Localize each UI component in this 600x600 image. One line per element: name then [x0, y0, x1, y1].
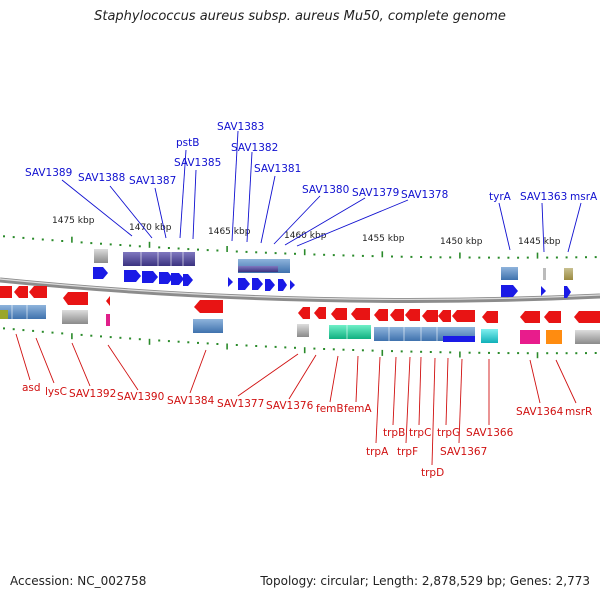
gene-arrow-forward [541, 286, 546, 296]
gene-arrow-reverse [574, 311, 600, 323]
gene-arrow-forward [159, 272, 173, 284]
gene-arrow-reverse [438, 310, 451, 322]
gene-arrow-forward [564, 286, 571, 298]
kbp-label: 1475 kbp [52, 216, 95, 226]
bottom-gene-labels: asd lysC SAV1392 SAV1390 SAV1384 SAV1377… [22, 382, 592, 479]
gene-label: msrR [565, 406, 592, 418]
accession-text: Accession: NC_002758 [10, 574, 147, 588]
gene-arrow-forward [252, 278, 263, 290]
kbp-scale: 1475 kbp 1470 kbp 1465 kbp 1460 kbp 1455… [52, 216, 561, 247]
gene-arrow-forward [238, 278, 250, 290]
gene-arrow-reverse [351, 308, 370, 320]
gene-label: trpG [437, 427, 460, 439]
gene-label: SAV1366 [466, 427, 514, 439]
gene-arrow-reverse [374, 309, 388, 321]
forward-genes [93, 267, 571, 298]
gene-arrow-forward [278, 279, 287, 291]
gene-label: SAV1390 [117, 391, 164, 403]
gene-label: SAV1383 [217, 121, 264, 133]
gene-label: SAV1364 [516, 406, 564, 418]
reverse-genes [0, 286, 600, 323]
gene-arrow-reverse [331, 308, 347, 320]
lower-tick-row [3, 327, 597, 359]
gene-label: SAV1378 [401, 189, 448, 201]
gene-arrow-forward [501, 285, 518, 297]
gene-label: trpC [409, 427, 431, 439]
forward-feature-boxes [94, 249, 573, 280]
gene-arrow-forward [171, 273, 184, 285]
top-leaders [61, 130, 582, 253]
gene-arrow-reverse [482, 311, 498, 323]
map-title: Staphylococcus aureus subsp. aureus Mu50… [94, 9, 506, 24]
gene-label: asd [22, 382, 41, 394]
kbp-label: 1450 kbp [440, 237, 483, 247]
gene-arrow-reverse [29, 286, 47, 298]
kbp-label: 1470 kbp [129, 223, 172, 233]
gene-arrow-reverse [520, 311, 540, 323]
gene-label: SAV1367 [440, 446, 487, 458]
kbp-label: 1455 kbp [362, 234, 405, 244]
gene-label: SAV1382 [231, 142, 278, 154]
gene-label: pstB [176, 137, 199, 149]
kbp-label: 1460 kbp [284, 231, 327, 241]
gene-arrow-reverse [544, 311, 561, 323]
gene-arrow-reverse [194, 300, 223, 313]
gene-label: SAV1380 [302, 184, 349, 196]
upper-tick-row [3, 235, 597, 259]
gene-label: SAV1363 [520, 191, 567, 203]
gene-label: SAV1376 [266, 400, 314, 412]
gene-label: SAV1385 [174, 157, 221, 169]
gene-arrow-reverse [63, 292, 88, 305]
gene-arrow-forward [142, 271, 158, 283]
gene-label: msrA [570, 191, 598, 203]
gene-label: SAV1381 [254, 163, 301, 175]
reverse-feature-boxes [0, 305, 600, 344]
genome-backbone [0, 277, 600, 303]
gene-label: lysC [45, 386, 67, 398]
gene-label: trpB [383, 427, 405, 439]
kbp-label: 1465 kbp [208, 227, 251, 237]
gene-arrow-forward [93, 267, 108, 279]
gene-arrow-reverse [106, 296, 110, 306]
gene-label: tyrA [489, 191, 512, 203]
gene-label: SAV1379 [352, 187, 399, 199]
gene-label: femB [316, 403, 344, 415]
gene-label: trpD [421, 467, 444, 479]
gene-label: trpF [397, 446, 418, 458]
gene-label: SAV1377 [217, 398, 264, 410]
gene-label: SAV1388 [78, 172, 125, 184]
gene-arrow-reverse [298, 307, 310, 319]
gene-arrow-forward [290, 280, 295, 290]
gene-arrow-reverse [422, 310, 438, 322]
gene-label: SAV1384 [167, 395, 215, 407]
gene-arrow-reverse [14, 286, 28, 298]
gene-arrow-reverse [390, 309, 404, 321]
gene-label: SAV1392 [69, 388, 116, 400]
gene-label: trpA [366, 446, 389, 458]
gene-arrow-forward [265, 279, 275, 291]
gene-arrow-reverse [314, 307, 326, 319]
genome-summary-text: Topology: circular; Length: 2,878,529 bp… [260, 574, 590, 588]
gene-arrow-forward [183, 274, 193, 286]
top-gene-labels: SAV1389 SAV1388 SAV1387 pstB SAV1385 SAV… [25, 121, 598, 203]
gene-label: femA [344, 403, 372, 415]
gene-label: SAV1389 [25, 167, 72, 179]
gene-arrow-forward [228, 277, 233, 287]
gene-arrow-reverse [0, 286, 12, 298]
gene-label: SAV1387 [129, 175, 176, 187]
gene-arrow-reverse [405, 309, 420, 321]
gene-arrow-reverse [452, 310, 475, 322]
bottom-leaders [15, 333, 577, 466]
gene-arrow-forward [124, 270, 141, 282]
kbp-label: 1445 kbp [518, 237, 561, 247]
